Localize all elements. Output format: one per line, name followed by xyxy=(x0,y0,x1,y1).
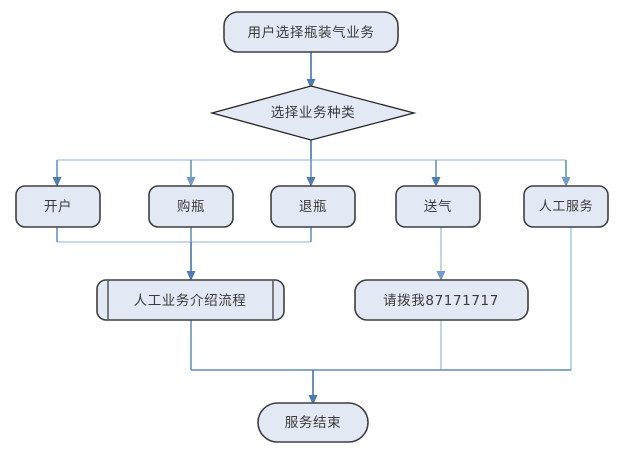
edge-bus-to-end xyxy=(308,370,318,405)
edge-deliver-gas-to-dial-notice xyxy=(436,227,446,281)
connector-layer xyxy=(52,52,572,405)
node-option-return-bottle[interactable]: 退瓶 xyxy=(270,185,356,228)
edge-merge-to-subprocess xyxy=(186,242,196,281)
subprocess-shape xyxy=(96,279,285,321)
edge-bus-to-option-open-account xyxy=(52,160,62,187)
option-return-bottle-label: 退瓶 xyxy=(299,199,327,215)
end-shape xyxy=(257,402,369,443)
option-open-account-label: 开户 xyxy=(44,198,72,215)
node-decision[interactable]: 选择业务种类 xyxy=(209,85,417,141)
subprocess-label: 人工业务介绍流程 xyxy=(134,293,247,309)
node-manual-business-intro-process[interactable]: 人工业务介绍流程 xyxy=(96,279,285,321)
option-return-bottle-shape xyxy=(270,185,356,228)
node-option-deliver-gas[interactable]: 送气 xyxy=(395,185,481,228)
option-deliver-gas-label: 送气 xyxy=(424,199,452,215)
edge-bus-to-option-manual-service xyxy=(561,160,571,187)
option-deliver-gas-shape xyxy=(395,185,481,228)
node-end[interactable]: 服务结束 xyxy=(257,402,369,443)
node-option-manual-service[interactable]: 人工服务 xyxy=(523,185,609,228)
node-start[interactable]: 用户选择瓶装气业务 xyxy=(223,11,399,53)
node-dial-notice[interactable]: 请拨我87171717 xyxy=(354,279,529,321)
option-manual-service-label: 人工服务 xyxy=(539,199,593,215)
node-option-open-account[interactable]: 开户 xyxy=(15,185,101,228)
option-open-account-shape xyxy=(15,185,101,228)
option-buy-bottle-label: 购瓶 xyxy=(177,199,205,215)
edge-bus-to-option-deliver-gas xyxy=(431,160,441,187)
dial-notice-shape xyxy=(354,279,529,321)
end-label: 服务结束 xyxy=(285,415,341,431)
node-option-buy-bottle[interactable]: 购瓶 xyxy=(148,185,234,228)
edge-start-to-decision xyxy=(306,52,316,89)
option-buy-bottle-shape xyxy=(148,185,234,228)
edge-bus-to-option-return-bottle xyxy=(306,160,316,187)
option-manual-service-shape xyxy=(523,185,609,228)
decision-shape xyxy=(209,85,417,141)
dial-notice-label: 请拨我87171717 xyxy=(383,293,499,309)
start-label: 用户选择瓶装气业务 xyxy=(248,24,375,41)
start-shape xyxy=(223,11,399,53)
decision-label: 选择业务种类 xyxy=(271,105,356,121)
edge-bus-to-option-buy-bottle xyxy=(186,160,196,187)
